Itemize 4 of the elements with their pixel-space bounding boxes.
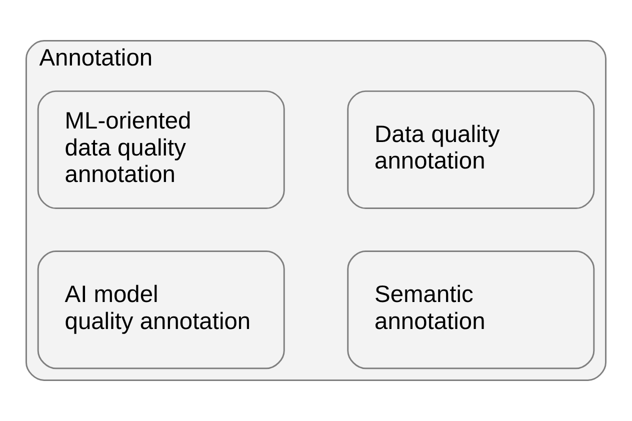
node-box: Semantic annotation: [347, 250, 595, 370]
node-box: ML-oriented data quality annotation: [37, 90, 285, 210]
node-box: Data quality annotation: [347, 90, 595, 210]
node-box: AI model quality annotation: [37, 250, 285, 370]
